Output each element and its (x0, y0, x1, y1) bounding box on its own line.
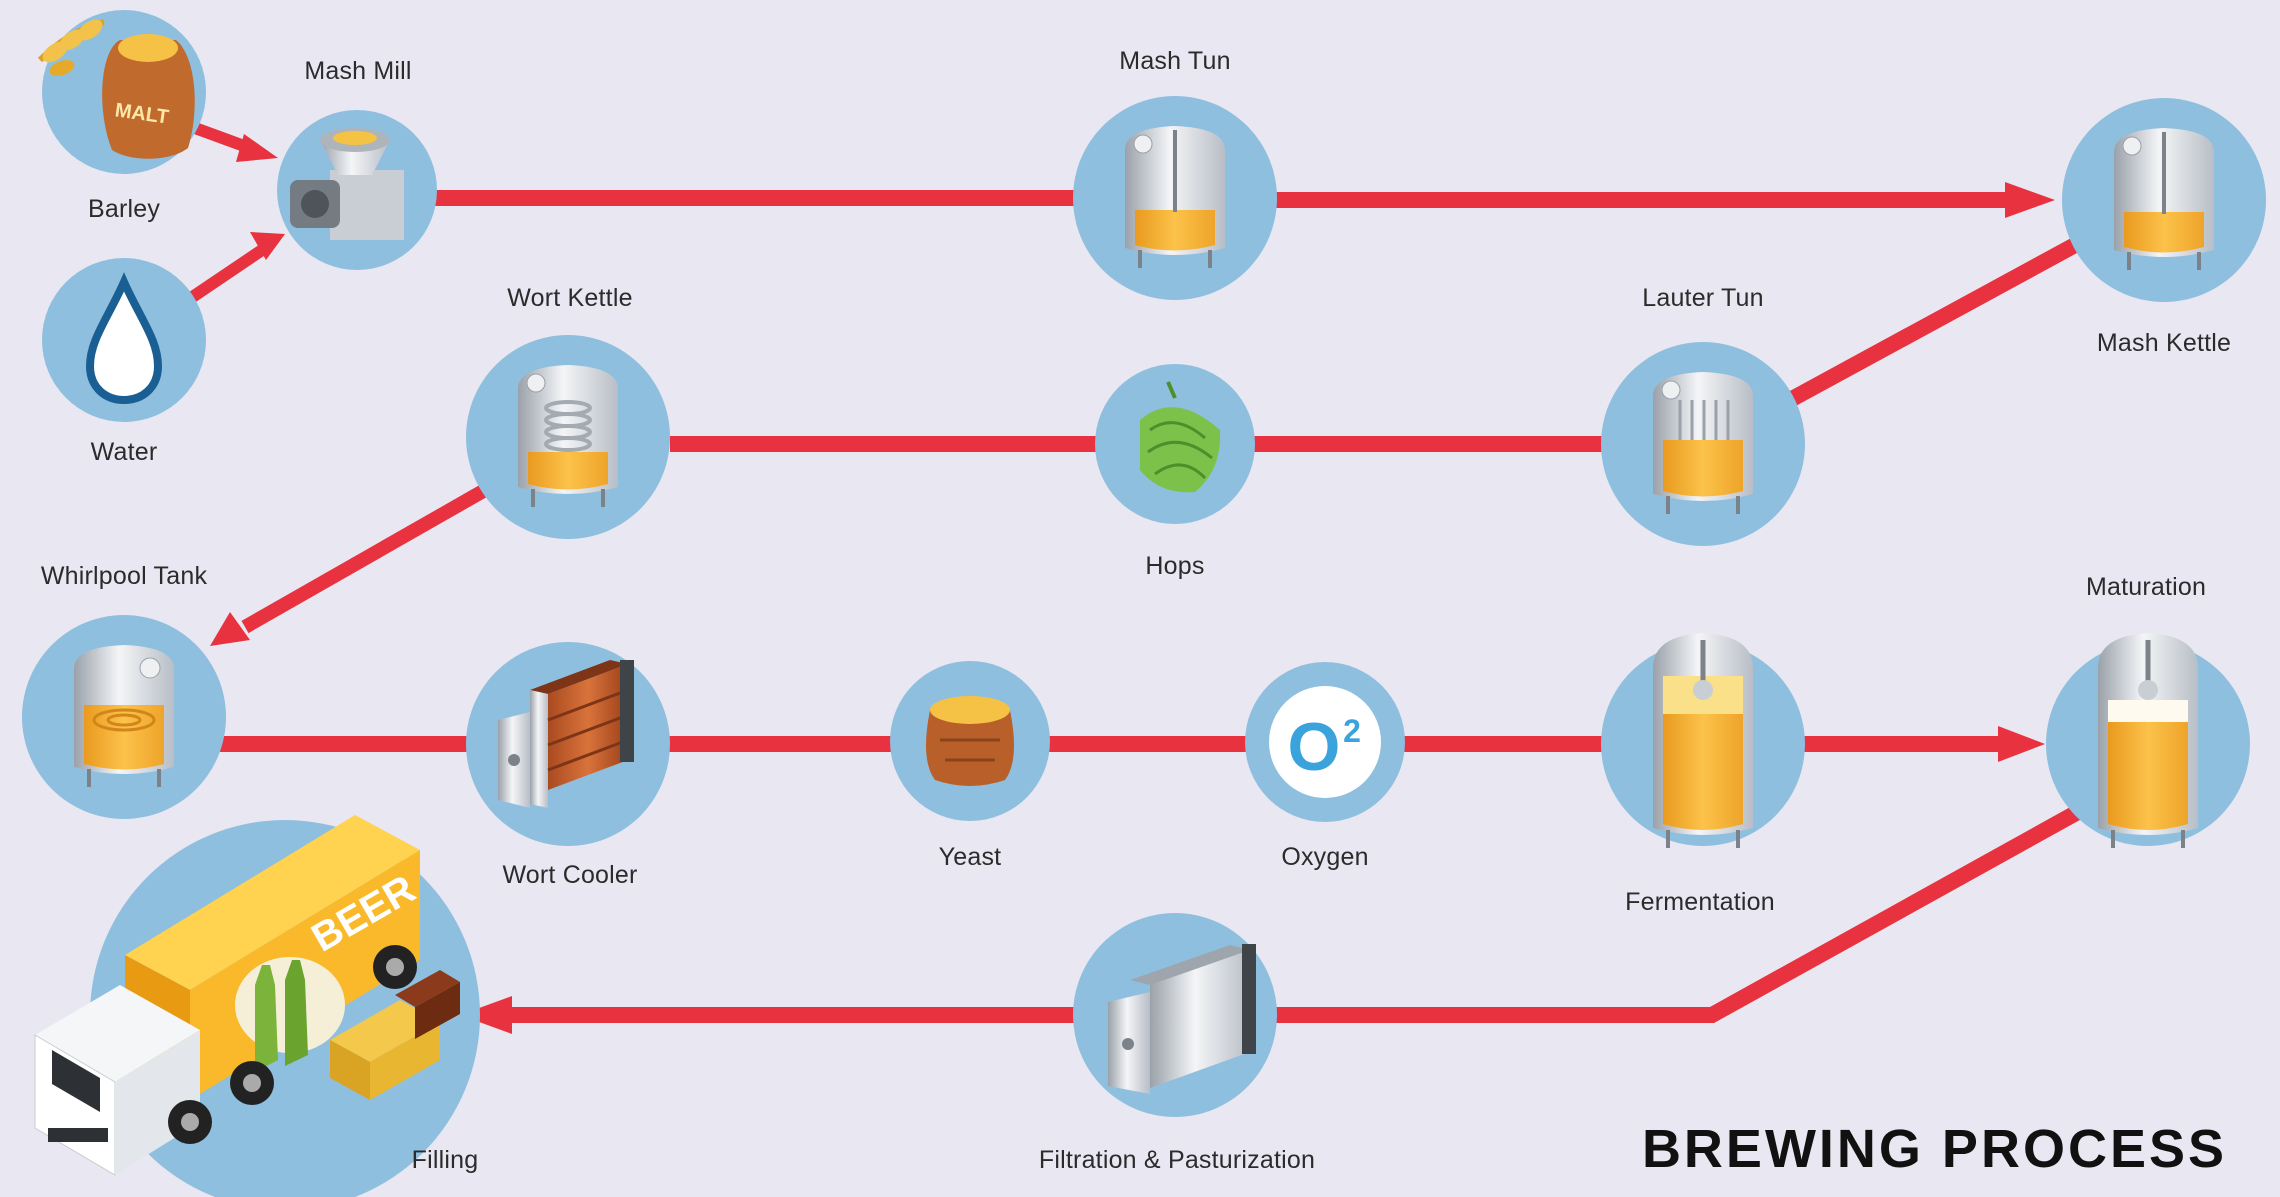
node-whirlpool-tank (22, 615, 226, 819)
hops-icon (1140, 381, 1221, 493)
wort-kettle-tank-icon (518, 365, 618, 507)
beer-truck-icon: BEER (34, 815, 460, 1176)
label-mash-tun: Mash Tun (1119, 47, 1231, 75)
lauter-tun-tank-icon (1653, 372, 1753, 514)
mash-kettle-tank-icon (2114, 128, 2214, 270)
label-barley: Barley (87, 195, 161, 223)
node-lauter-tun (1601, 342, 1805, 546)
wort-cooler-icon (498, 660, 634, 808)
label-wort-kettle: Wort Kettle (507, 284, 633, 312)
label-filtration: Filtration & Pasturization (1038, 1146, 1316, 1174)
oxygen-badge (1269, 686, 1381, 798)
yeast-sack-icon (926, 696, 1014, 786)
fermentation-tank-icon (1653, 633, 1753, 848)
label-fermentation: Fermentation (1625, 888, 1775, 916)
node-fermentation (1601, 633, 1805, 848)
pipe-wortkettle-to-whirlpool (241, 483, 489, 634)
label-wort-cooler: Wort Cooler (502, 861, 638, 889)
label-lauter-tun: Lauter Tun (1642, 284, 1764, 312)
arrowhead-maturation (1998, 726, 2045, 762)
arrowhead-whirlpool (210, 612, 250, 646)
label-oxygen: Oxygen (1281, 843, 1369, 871)
mash-tun-tank-icon (1125, 126, 1225, 268)
node-mash-mill (277, 110, 437, 270)
maturation-tank-icon (2098, 633, 2198, 848)
node-mash-kettle (2062, 98, 2266, 302)
label-mash-kettle: Mash Kettle (2096, 329, 2232, 357)
label-hops: Hops (1145, 552, 1205, 580)
water-drop-icon (85, 272, 163, 405)
node-hops (1095, 364, 1255, 524)
oxygen-symbol: O (1288, 709, 1341, 785)
node-wort-cooler (466, 642, 670, 846)
node-filling: BEER (34, 815, 480, 1197)
node-maturation (2046, 633, 2250, 848)
label-water: Water (90, 438, 158, 466)
label-maturation: Maturation (2085, 573, 2207, 601)
node-oxygen: O 2 (1245, 662, 1405, 822)
label-filling: Filling (411, 1146, 479, 1174)
arrowhead-water-mill (250, 232, 285, 260)
barley-icon: MALT (37, 19, 195, 159)
arrowhead-mash-kettle (2005, 182, 2055, 218)
oxygen-subscript: 2 (1343, 713, 1361, 749)
node-barley: MALT (37, 10, 206, 174)
whirlpool-tank-icon (74, 645, 174, 787)
crates-icon (330, 970, 460, 1100)
pipe-kettle-to-lauter (1786, 237, 2079, 408)
filtration-icon (1108, 944, 1256, 1094)
arrowhead-filling (460, 996, 512, 1034)
node-filtration (1073, 913, 1277, 1117)
pipes (184, 122, 2089, 1034)
node-wort-kettle (466, 335, 670, 539)
arrowhead-barley-mill (236, 134, 278, 162)
label-mash-mill: Mash Mill (304, 57, 412, 85)
node-water (42, 258, 206, 422)
page-title: BREWING PROCESS (1641, 1119, 2227, 1179)
mill-icon (290, 128, 404, 240)
pipe-maturation-to-filling (505, 801, 2089, 1023)
node-yeast (890, 661, 1050, 821)
pipe-water-to-mill (184, 243, 269, 305)
node-mash-tun (1073, 96, 1277, 300)
label-yeast: Yeast (938, 843, 1002, 871)
label-whirlpool-tank: Whirlpool Tank (40, 562, 208, 590)
